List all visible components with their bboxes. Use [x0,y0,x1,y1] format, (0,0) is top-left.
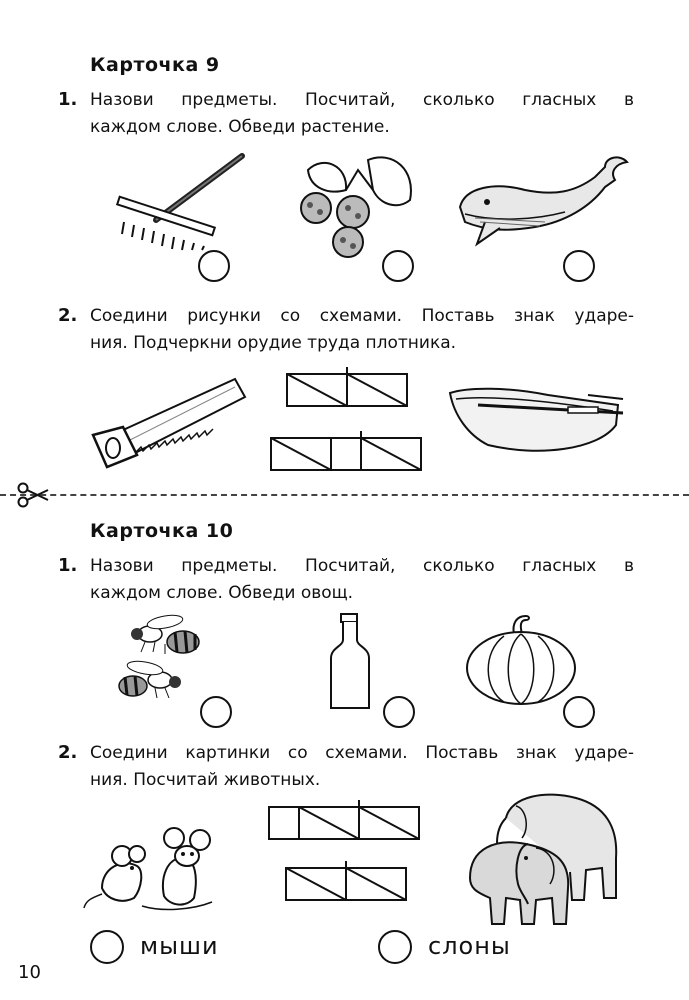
card9-task1-line2: каждом слове. Обведи растение. [90,117,390,137]
word-mice: мыши [140,932,219,960]
bees-icon [118,614,200,699]
card9-task2-line1: Соедини рисунки со схемами. Поставь знак… [90,306,634,326]
card10-task2-line1: Соедини картинки со схемами. Поставь зна… [90,743,634,763]
card9-scheme-bottom [270,431,422,471]
raspberry-icon [300,156,412,258]
bottle-icon [330,613,370,709]
pumpkin-icon [466,614,576,705]
pumpkin-answer-circle[interactable] [563,696,595,728]
card10-task2-line2: ния. Посчитай животных. [90,770,321,790]
card9-task1-line1: Назови предметы. Посчитай, сколько гласн… [90,90,634,110]
card10-scheme-bottom [285,861,407,901]
card10-task2-number: 2. [58,742,78,763]
card9-task1-text: Назови предметы. Посчитай, сколько гласн… [90,87,634,141]
bottle-answer-circle[interactable] [383,696,415,728]
rake-answer-circle[interactable] [198,250,230,282]
page-number: 10 [18,962,41,983]
card9-scheme-top [286,367,408,407]
card9-task2-line2: ния. Подчеркни орудие труда плотника. [90,333,457,353]
elephants-icon [468,793,618,925]
card10-task1-text: Назови предметы. Посчитай, сколько гласн… [90,553,634,607]
raspberry-answer-circle[interactable] [382,250,414,282]
card10-scheme-top [268,800,420,840]
card9-task1-number: 1. [58,89,78,110]
word-elephants: слоны [428,932,511,960]
card10-task1-line1: Назови предметы. Посчитай, сколько гласн… [90,556,634,576]
whale-answer-circle[interactable] [563,250,595,282]
card10-title: Карточка 10 [90,520,234,542]
mice-icon [83,827,213,911]
card10-task1-number: 1. [58,555,78,576]
elephants-count-circle[interactable] [378,930,412,964]
cut-line [0,494,689,496]
mice-count-circle[interactable] [90,930,124,964]
card9-task2-number: 2. [58,305,78,326]
rake-icon [115,153,245,251]
card10-task2-text: Соедини картинки со схемами. Поставь зна… [90,740,634,794]
card9-title: Карточка 9 [90,54,220,76]
scissors-icon [17,482,49,508]
whale-icon [458,156,629,247]
card9-task2-text: Соедини рисунки со схемами. Поставь знак… [90,303,634,357]
bees-answer-circle[interactable] [200,696,232,728]
card10-task1-line2: каждом слове. Обведи овощ. [90,583,354,603]
boat-icon [448,387,624,452]
saw-icon [91,377,247,469]
